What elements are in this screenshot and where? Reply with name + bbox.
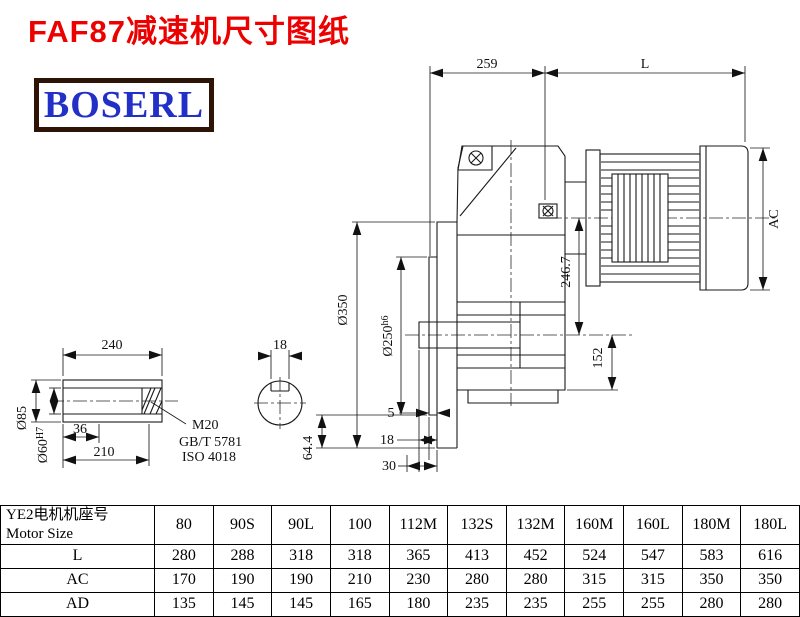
- size-col-header: 90L: [271, 505, 331, 545]
- dim-face-30-label: 30: [382, 459, 396, 474]
- spigot-dia-value: Ø250: [381, 325, 396, 356]
- value-cell: 350: [681, 567, 742, 593]
- dim-bore-diameter-label: Ø60H7: [35, 427, 51, 463]
- size-col-header: 90S: [212, 505, 273, 545]
- output-flange: [418, 221, 520, 449]
- size-col-header: 100: [329, 505, 390, 545]
- value-cell: 170: [154, 567, 214, 593]
- value-cell: 365: [388, 543, 449, 569]
- dim-face-18-label: 18: [380, 433, 394, 448]
- value-cell: 413: [447, 543, 507, 569]
- value-cell: 280: [740, 591, 800, 617]
- value-cell: 315: [564, 567, 624, 593]
- gearbox-housing: [456, 145, 566, 404]
- motor-size-header-en: Motor Size: [6, 525, 74, 542]
- motor-size-header-cell: YE2电机机座号 Motor Size: [0, 505, 155, 545]
- standard-gb-label: GB/T 5781: [179, 435, 242, 450]
- standard-iso-label: ISO 4018: [182, 450, 236, 465]
- dim-center-height-label: 246.7: [559, 256, 574, 288]
- shaft-section-view: [257, 380, 303, 426]
- value-cell: 280: [505, 567, 566, 593]
- dimension-lines: [31, 66, 770, 472]
- size-col-header: 112M: [388, 505, 449, 545]
- dim-face-5-label: 5: [388, 406, 395, 421]
- value-cell: 280: [681, 591, 742, 617]
- dim-keyway-width-label: 18: [273, 338, 287, 353]
- size-col-header: 180L: [740, 505, 800, 545]
- value-cell: 318: [329, 543, 390, 569]
- value-cell: 547: [623, 543, 683, 569]
- size-col-header: 132M: [505, 505, 566, 545]
- value-cell: 145: [212, 591, 273, 617]
- motor-size-header-cn: YE2电机机座号: [6, 507, 109, 523]
- value-cell: 315: [623, 567, 683, 593]
- value-cell: 190: [212, 567, 273, 593]
- value-cell: 255: [564, 591, 624, 617]
- size-col-header: 132S: [447, 505, 507, 545]
- boserl-logo: BOSERL: [34, 78, 214, 132]
- value-cell: 235: [505, 591, 566, 617]
- value-cell: 288: [212, 543, 273, 569]
- value-cell: 190: [271, 567, 331, 593]
- bore-dia-value: Ø60: [36, 439, 51, 463]
- dim-hub-210-label: 210: [94, 445, 115, 460]
- row-label: AC: [0, 567, 155, 593]
- value-cell: 616: [740, 543, 800, 569]
- value-cell: 145: [271, 591, 331, 617]
- value-cell: 452: [505, 543, 566, 569]
- centerlines: [50, 140, 775, 429]
- size-col-header: 180M: [681, 505, 742, 545]
- value-cell: 235: [447, 591, 507, 617]
- motor: [565, 145, 749, 291]
- hollow-shaft-view: [62, 379, 163, 423]
- dim-motor-length-label: L: [641, 57, 650, 72]
- dim-64-4-label: 64.4: [301, 436, 316, 461]
- dim-under-height-label: 152: [591, 348, 606, 369]
- dim-overall-width-label: 259: [477, 57, 498, 72]
- row-label: AD: [0, 591, 155, 617]
- value-cell: 318: [271, 543, 331, 569]
- bore-dia-tolerance: H7: [35, 427, 46, 439]
- value-cell: 280: [447, 567, 507, 593]
- thread-spec-label: M20: [192, 418, 218, 433]
- dim-spigot-diameter-label: Ø250h6: [380, 315, 396, 356]
- value-cell: 165: [329, 591, 390, 617]
- value-cell: 180: [388, 591, 449, 617]
- dim-hub-36-label: 36: [73, 422, 87, 437]
- value-cell: 350: [740, 567, 800, 593]
- value-cell: 524: [564, 543, 624, 569]
- value-cell: 230: [388, 567, 449, 593]
- dim-motor-diameter-label: AC: [767, 209, 782, 228]
- page-title: FAF87减速机尺寸图纸: [28, 14, 351, 49]
- dim-flange-diameter-label: Ø350: [336, 294, 351, 325]
- value-cell: 135: [154, 591, 214, 617]
- value-cell: 583: [681, 543, 742, 569]
- technical-drawing: 259 L AC 246.7 Ø350 Ø250h6 152 64.4 5 18…: [15, 57, 782, 474]
- value-cell: 280: [154, 543, 214, 569]
- size-col-header: 80: [154, 505, 214, 545]
- value-cell: 210: [329, 567, 390, 593]
- dim-shaft-length-label: 240: [102, 338, 123, 353]
- spigot-dia-tolerance: h6: [380, 315, 391, 325]
- row-label: L: [0, 543, 155, 569]
- boserl-logo-text: BOSERL: [43, 84, 205, 126]
- size-col-header: 160M: [564, 505, 624, 545]
- value-cell: 255: [623, 591, 683, 617]
- dim-outer-diameter-label: Ø85: [15, 406, 30, 430]
- size-col-header: 160L: [623, 505, 683, 545]
- dimension-labels: 259 L AC 246.7 Ø350 Ø250h6 152 64.4 5 18…: [15, 57, 782, 474]
